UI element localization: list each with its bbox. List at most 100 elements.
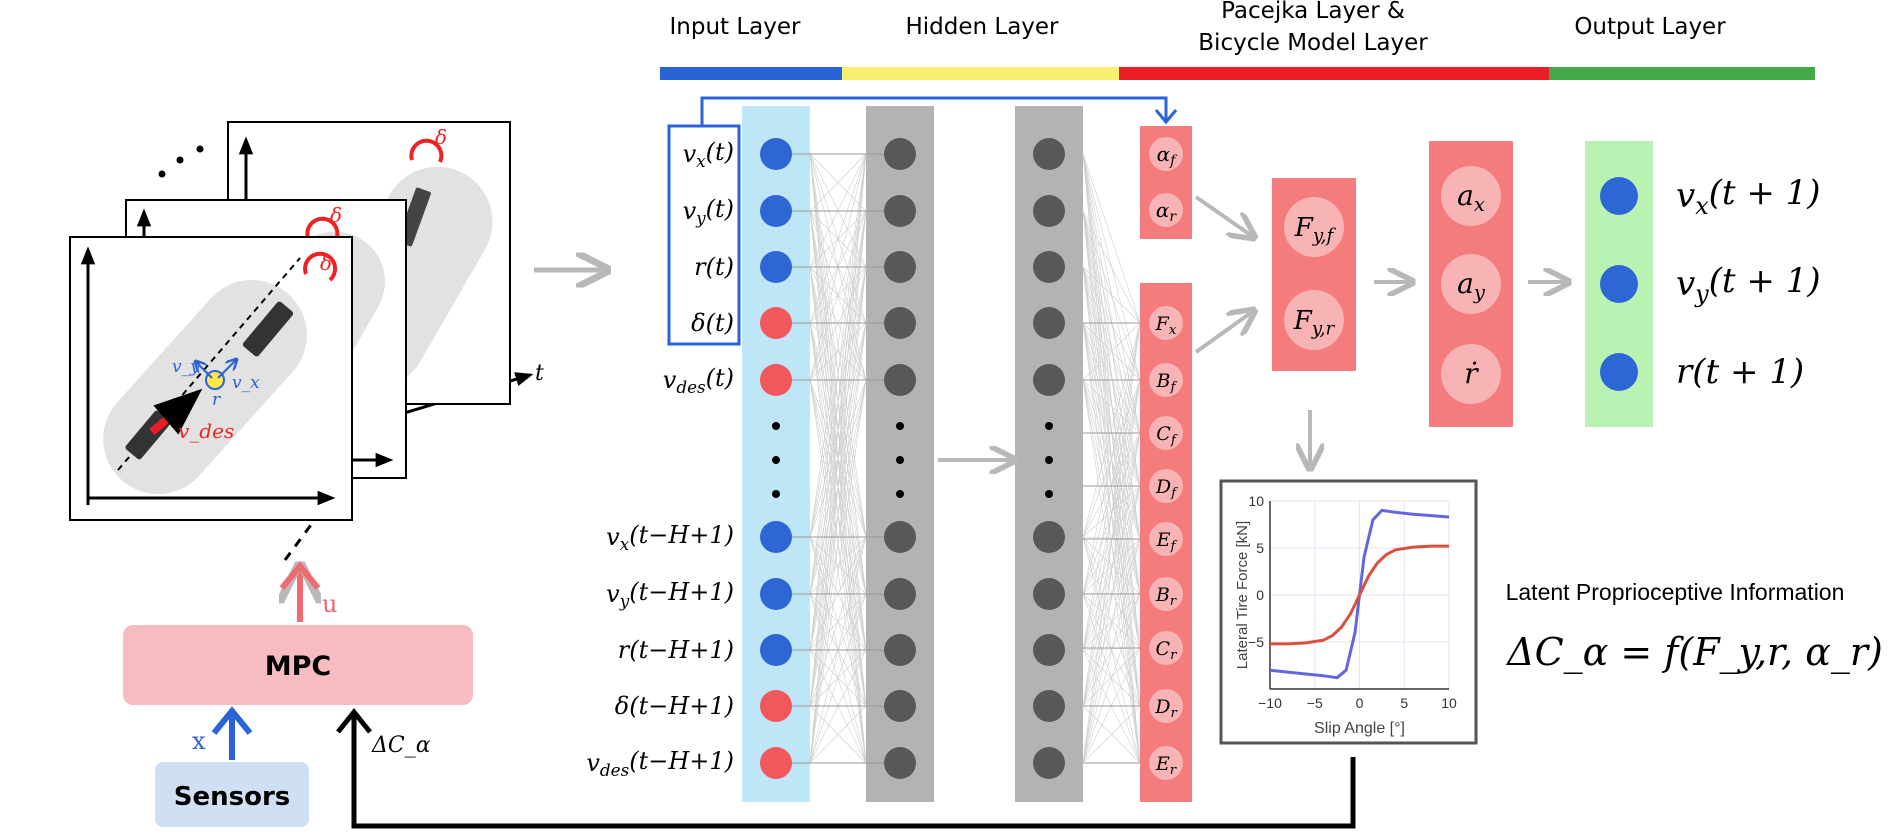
input-label: r(t−H+1): [618, 636, 734, 664]
yaw-label: r: [212, 390, 221, 410]
connection-line: [809, 153, 867, 764]
ellipsis-dot: [896, 422, 904, 430]
connection-line: [1082, 322, 1141, 707]
input-layer-bar: [660, 67, 842, 80]
chart-series-line: [1270, 544, 1449, 646]
slip-angle-label: αr: [1156, 198, 1178, 225]
connection-line: [1082, 153, 1141, 324]
state-label: x: [192, 727, 206, 755]
skip-connection-head: [1154, 109, 1178, 125]
feedback-label: ΔC_α: [371, 733, 431, 758]
slip-angle-node: [1149, 137, 1183, 171]
connection-line: [809, 153, 867, 651]
connection-line: [809, 153, 867, 595]
sensors-block: [155, 762, 309, 827]
pacejka-param-node: [1149, 469, 1183, 503]
input-neuron: [760, 747, 792, 779]
connection-line: [1082, 153, 1141, 540]
chart-y-label: Lateral Tire Force [kN]: [1234, 521, 1251, 669]
input-neuron: [760, 251, 792, 283]
state-arrow-head: [211, 706, 253, 735]
pacejka-param-label: Dr: [1154, 696, 1178, 721]
more-frames-dot: [158, 170, 166, 178]
acceleration-node: [1441, 344, 1501, 404]
input-label: vx(t): [683, 138, 734, 171]
ellipsis-dot: [896, 490, 904, 498]
connection-line: [1082, 705, 1141, 764]
steer-arrow: [305, 216, 340, 241]
input-label: δ(t−H+1): [615, 692, 734, 720]
tire-force-node: [1284, 290, 1344, 350]
connection-line: [1082, 593, 1141, 649]
ellipsis-dots: [772, 422, 1053, 498]
tire-force-label: Fy,r: [1293, 306, 1336, 339]
chart-x-tick: −10: [1258, 695, 1282, 711]
output-neuron: [1600, 265, 1638, 303]
chart-x-tick: 10: [1441, 695, 1457, 711]
time-axis-label: t: [535, 361, 544, 386]
connection-line: [809, 153, 867, 324]
output-nodes: vx(t + 1) vy(t + 1) r(t + 1): [1600, 173, 1821, 392]
hidden-neuron: [1033, 307, 1065, 339]
input-neuron: [760, 364, 792, 396]
params-to-force-arrow: [1194, 312, 1252, 354]
hidden-neuron: [884, 195, 916, 227]
pacejka-param-node: [1149, 306, 1183, 340]
connection-line: [1082, 266, 1141, 434]
ellipsis-dot: [1045, 456, 1053, 464]
connection-line: [1082, 210, 1141, 487]
chart-y-tick: 5: [1256, 540, 1264, 556]
slip-angle-node: [1149, 193, 1183, 227]
ellipsis-dot: [896, 456, 904, 464]
layer-connections: [786, 153, 1141, 764]
current-state-box: [667, 124, 741, 346]
hidden-neuron: [884, 251, 916, 283]
input-label: vdes(t−H+1): [586, 747, 734, 780]
input-neuron: [760, 634, 792, 666]
connection-line: [1082, 322, 1141, 487]
connection-line: [1082, 322, 1141, 764]
connection-line: [1082, 485, 1141, 595]
connection-line: [1082, 210, 1141, 540]
hidden-neuron: [1033, 251, 1065, 283]
output-label: vx(t + 1): [1676, 173, 1821, 220]
chart-x-tick: 0: [1356, 695, 1364, 711]
latent-equation: ΔC_α = f(F_y,r, α_r): [1505, 630, 1883, 675]
pacejka-param-label: Cf: [1156, 423, 1178, 448]
ellipsis-dot: [1045, 490, 1053, 498]
input-label: vdes(t): [663, 364, 734, 397]
connection-line: [1082, 322, 1141, 434]
connection-line: [1082, 266, 1141, 324]
output-label: vy(t + 1): [1676, 261, 1821, 308]
acceleration-label: ay: [1457, 267, 1486, 304]
input-neuron: [760, 138, 792, 170]
more-frames-dot: [176, 156, 184, 164]
hidden-layer-title: Hidden Layer: [905, 14, 1059, 40]
chart-x-tick: 5: [1400, 695, 1408, 711]
connection-line: [1082, 322, 1141, 538]
pacejka-layer-bar: [1119, 67, 1549, 80]
chart-x-label: Slip Angle [°]: [1314, 720, 1405, 737]
input-label: vy(t−H+1): [606, 578, 734, 611]
steer-arrow: [303, 251, 338, 282]
connection-line: [1082, 485, 1141, 651]
output-label: r(t + 1): [1676, 352, 1804, 392]
pacejka-param-label: Er: [1155, 753, 1178, 778]
pacejka-param-label: Fx: [1155, 313, 1177, 338]
control-label: u: [322, 590, 337, 618]
ellipsis-dot: [772, 422, 780, 430]
connection-line: [809, 153, 867, 707]
connection-line: [1082, 538, 1141, 595]
connection-line: [809, 153, 867, 538]
ellipsis-dot: [772, 490, 780, 498]
chart-x-tick: −5: [1307, 695, 1323, 711]
slip-to-force-arrow: [1194, 195, 1252, 236]
output-layer-bar: [1549, 67, 1815, 80]
connection-line: [809, 266, 867, 764]
connection-line: [809, 322, 867, 764]
slip-angle-label: αf: [1157, 142, 1179, 169]
feedback-line: [351, 716, 1356, 829]
connection-line: [1082, 322, 1141, 595]
pacejka-layer-title-2: Bicycle Model Layer: [1198, 30, 1428, 56]
